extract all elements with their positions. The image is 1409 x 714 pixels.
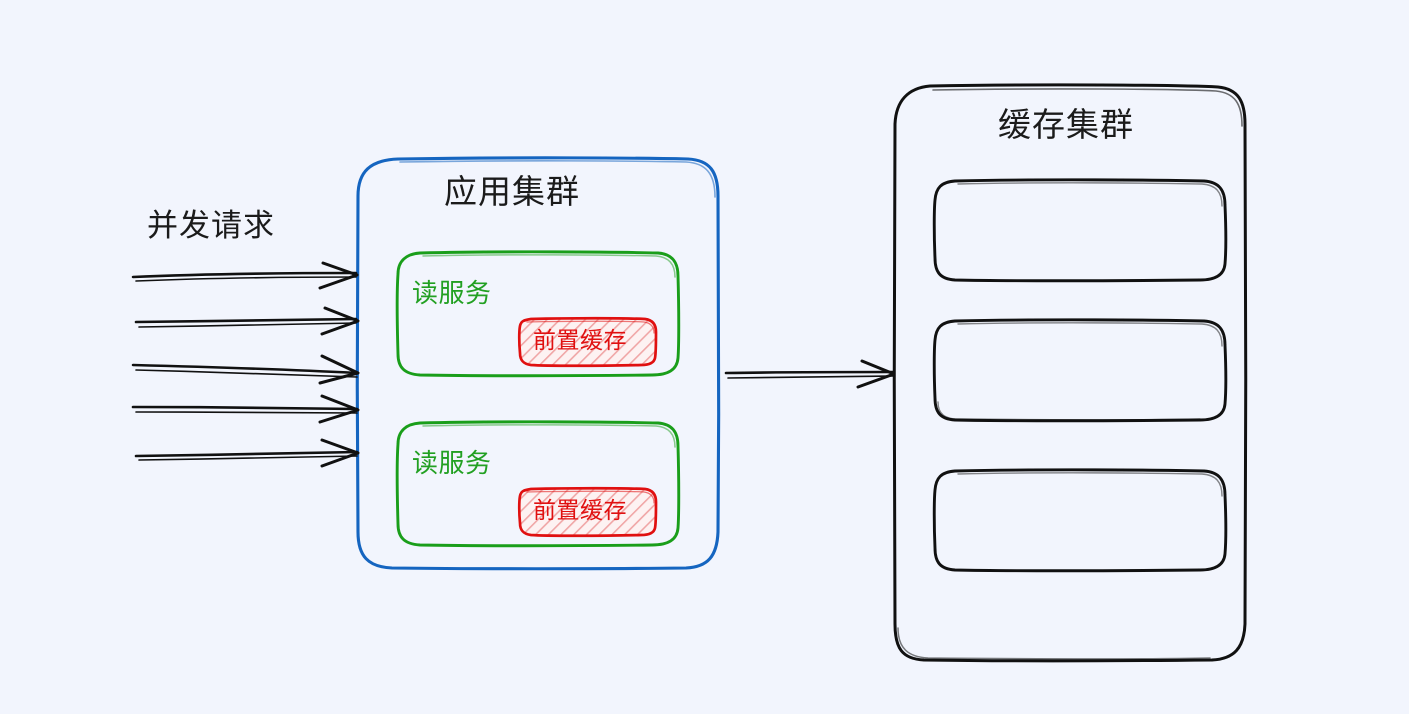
- app-to-cache-arrow: [724, 359, 896, 389]
- request-arrow-2: [134, 306, 360, 336]
- front-cache-label-1: 前置缓存: [533, 327, 627, 353]
- request-arrow-5: [134, 438, 360, 468]
- cache-cluster-box[interactable]: [892, 83, 1248, 663]
- cache-node-box-3[interactable]: [932, 468, 1228, 573]
- read-service-box-1[interactable]: [395, 250, 681, 378]
- front-cache-box-2[interactable]: [517, 486, 658, 538]
- cache-node-box-1[interactable]: [932, 178, 1228, 283]
- read-service-label-1: 读服务: [412, 278, 492, 308]
- request-arrow-4: [131, 394, 360, 424]
- front-cache-label-2: 前置缓存: [533, 497, 627, 523]
- request-arrow-3: [131, 354, 360, 385]
- request-arrow-1: [131, 261, 359, 290]
- app-cluster-title: 应用集群: [444, 173, 580, 210]
- cache-node-box-2[interactable]: [932, 318, 1228, 423]
- concurrent-requests-label: 并发请求: [147, 208, 275, 243]
- read-service-box-2[interactable]: [395, 420, 681, 548]
- front-cache-box-1[interactable]: [517, 316, 658, 368]
- read-service-label-2: 读服务: [412, 448, 492, 478]
- cache-cluster-title: 缓存集群: [998, 106, 1134, 143]
- app-cluster-box[interactable]: [355, 156, 721, 571]
